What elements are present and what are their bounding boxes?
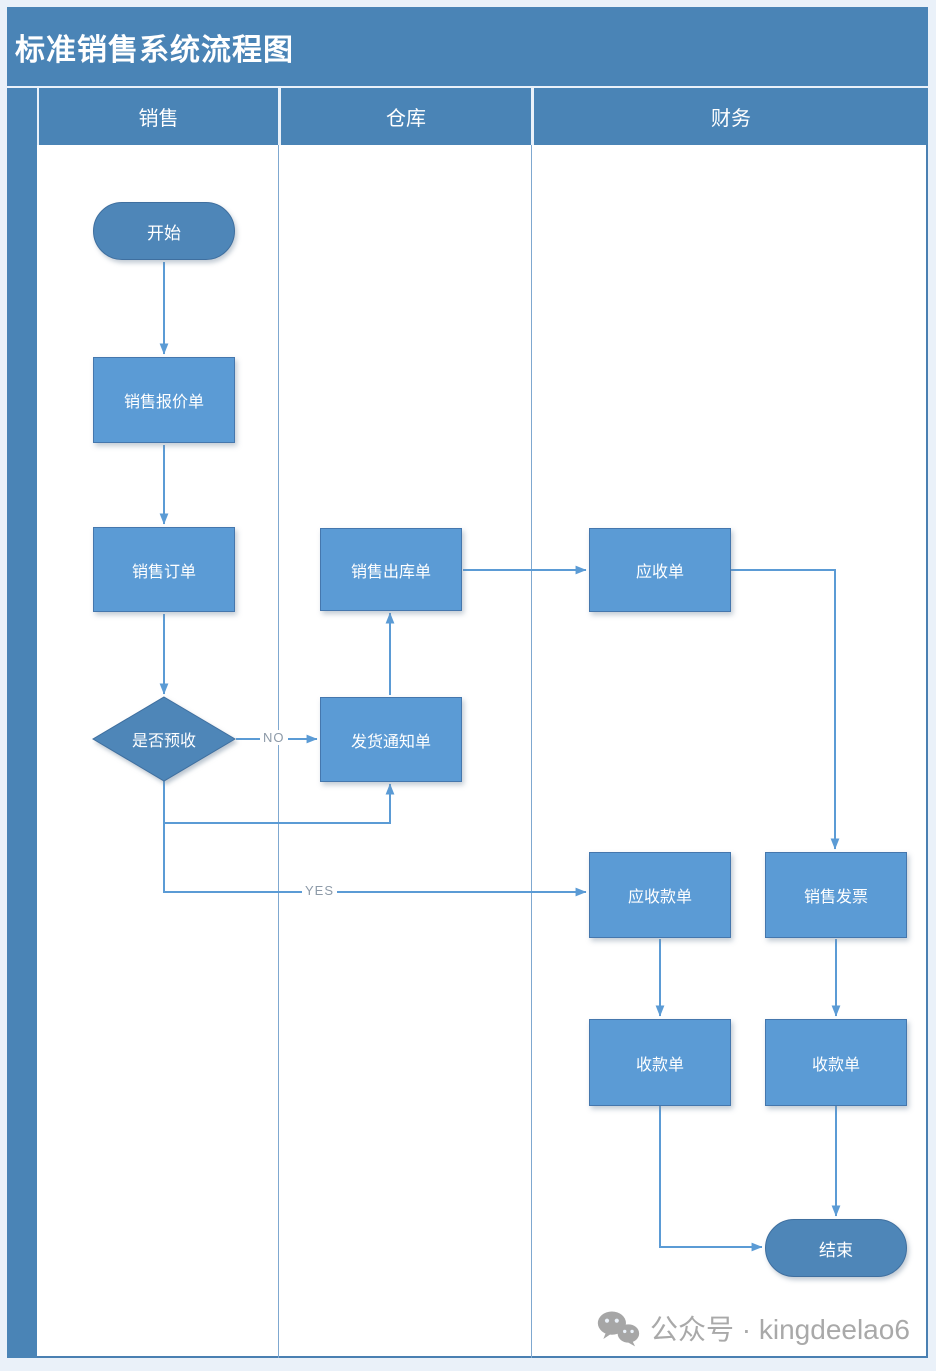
lane-header-warehouse: 仓库 bbox=[281, 88, 531, 145]
page-title: 标准销售系统流程图 bbox=[15, 33, 294, 67]
node-decision-prepaid: 是否预收 bbox=[131, 733, 196, 750]
node-sales-order: 销售订单 bbox=[93, 527, 235, 612]
wechat-icon bbox=[597, 1311, 640, 1347]
lane-divider-warehouse-finance bbox=[531, 145, 532, 1358]
lane-header-finance: 财务 bbox=[534, 88, 928, 145]
swimlane-left-strip bbox=[7, 88, 37, 1358]
lane-header-warehouse-label: 仓库 bbox=[386, 108, 426, 130]
watermark-text: 公众号 · kingdeelao6 bbox=[650, 1314, 910, 1345]
edge-label-no: NO bbox=[260, 730, 288, 745]
node-start: 开始 bbox=[93, 202, 235, 260]
lane-header-sales: 销售 bbox=[39, 88, 278, 145]
node-sales-invoice: 销售发票 bbox=[765, 852, 907, 938]
node-receipt-right: 收款单 bbox=[765, 1019, 907, 1106]
node-receivable-payment: 应收款单 bbox=[589, 852, 731, 938]
node-delivery-notice: 发货通知单 bbox=[320, 697, 462, 782]
node-receipt-left: 收款单 bbox=[589, 1019, 731, 1106]
title-bar: 标准销售系统流程图 bbox=[7, 7, 928, 86]
node-end: 结束 bbox=[765, 1219, 907, 1277]
node-sales-outbound: 销售出库单 bbox=[320, 528, 462, 611]
edge-label-yes: YES bbox=[302, 883, 338, 898]
lane-divider-sales-warehouse bbox=[278, 145, 279, 1358]
node-receivable: 应收单 bbox=[589, 528, 731, 612]
node-sales-quotation: 销售报价单 bbox=[93, 357, 235, 443]
watermark: 公众号 · kingdeelao6 bbox=[596, 1303, 926, 1353]
lane-header-finance-label: 财务 bbox=[711, 108, 751, 130]
lane-header-sales-label: 销售 bbox=[138, 108, 179, 130]
